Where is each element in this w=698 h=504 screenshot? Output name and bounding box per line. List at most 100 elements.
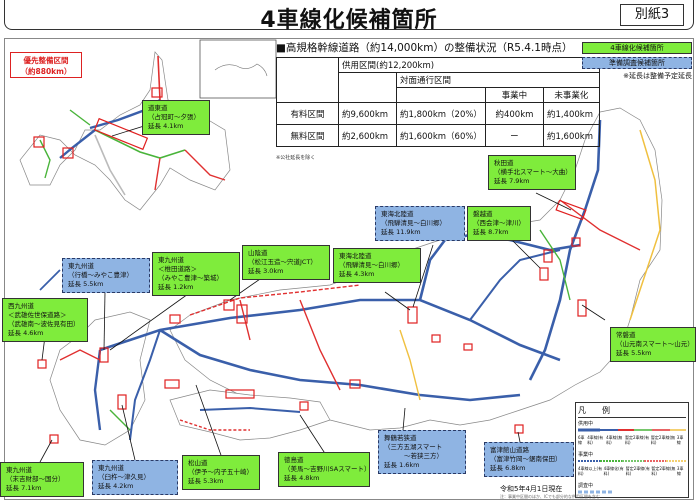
as-of-date: 令和5年4月1日現在 bbox=[500, 485, 563, 493]
callout-section: （横手北スマート～大曲） bbox=[494, 168, 572, 176]
callout-length: 延長 4.1km bbox=[148, 122, 184, 130]
callout-road: 松山道 bbox=[188, 459, 208, 467]
callout-section: （みやこ豊津～築城） bbox=[158, 274, 223, 282]
callout-length: 延長 4.6km bbox=[8, 329, 44, 337]
priority-section-box: 優先整備区間 （約880km） bbox=[10, 52, 82, 78]
callout-section: （山元南スマート～山元） bbox=[616, 340, 694, 348]
callout-section: （末吉財部～国分） bbox=[6, 475, 65, 483]
legend-item: 3車線 bbox=[676, 466, 684, 476]
callout-tokushima: 徳島道 （美馬～吉野川SAスマート） 延長 4.8km bbox=[278, 452, 371, 487]
callout-sub: ＜武雄佐世保道路＞ bbox=[8, 311, 67, 319]
legend-item: 4車線以上(有料) bbox=[578, 466, 603, 476]
legend-in-service-label: 供用中 bbox=[578, 421, 594, 427]
legend-item: 暫定2車線(無料) bbox=[651, 466, 676, 476]
callout-section: （行橋～みやこ豊津） bbox=[68, 271, 133, 279]
status-table: 供用区間(約12,200km) 対面通行区間 事業中 未事業化 有料区間 約9,… bbox=[276, 57, 600, 147]
callout-higashi-kyushu-survey-1: 東九州道 （行橋～みやこ豊津） 延長 5.5km bbox=[62, 258, 150, 293]
header-not-started: 未事業化 bbox=[542, 87, 600, 103]
legend-item: 6車線 bbox=[578, 435, 585, 445]
callout-joban: 常磐道 （山元南スマート～山元） 延長 5.5km bbox=[610, 327, 696, 362]
callout-tokai-hokuriku: 東海北陸道 （飛騨清見～白川郷） 延長 4.3km bbox=[333, 248, 421, 283]
callout-section-cont: ～若狭三方） bbox=[404, 452, 443, 460]
legend-planned-line bbox=[578, 490, 614, 494]
callout-road: 富津館山道路 bbox=[490, 446, 529, 454]
cell-two-way: 約1,800km（20%） bbox=[396, 102, 486, 125]
legend-item: 3車線 bbox=[676, 435, 684, 445]
callout-length: 延長 8.7km bbox=[473, 228, 509, 236]
header-two-way: 対面通行区間 bbox=[396, 72, 600, 88]
page-title: 4車線化候補箇所 bbox=[260, 8, 438, 33]
row-label: 有料区間 bbox=[276, 102, 339, 125]
cell-in-progress: ー bbox=[484, 124, 544, 147]
callout-tokai-hokuriku-survey: 東海北陸道 （飛騨清見～白川郷） 延長 11.9km bbox=[375, 206, 465, 241]
map-legend: 凡 例 供用中 6車線 4車線(有料) 4車線(無料) 暫定2車線(有料) 暫定… bbox=[575, 402, 689, 498]
callout-length: 延長 5.5km bbox=[68, 280, 104, 288]
callout-road: 徳島道 bbox=[284, 456, 304, 464]
cell-two-way: 約1,600km（60%） bbox=[396, 124, 486, 147]
callout-length: 延長 3.0km bbox=[248, 267, 284, 275]
callout-road: 東九州道 bbox=[68, 262, 94, 270]
callout-akita: 秋田道 （横手北スマート～大曲） 延長 7.9km bbox=[488, 155, 576, 190]
cell-in-progress: 約400km bbox=[484, 102, 544, 125]
callout-section: （飛騨清見～白川郷） bbox=[339, 261, 404, 269]
legend-survey-candidate: 準備調査候補箇所 bbox=[582, 57, 692, 69]
callout-section: （武雄南～波佐見有田） bbox=[8, 320, 80, 328]
legend-item: 4車線化(有料) bbox=[603, 466, 624, 476]
callout-section: （三方五湖スマート bbox=[384, 443, 443, 451]
callout-length: 延長 1.6km bbox=[384, 461, 420, 469]
callout-higashi-kyushu-shiida: 東九州道 ＜椎田道路＞ （みやこ豊津～築城） 延長 1.2km bbox=[152, 252, 240, 296]
map-frame bbox=[4, 38, 694, 500]
cell-in-service: 約2,600km bbox=[338, 124, 397, 147]
legend-item: 暫定2車線(有料) bbox=[625, 466, 650, 476]
priority-label: 優先整備区間 bbox=[23, 56, 69, 65]
callout-length: 延長 5.3km bbox=[188, 477, 224, 485]
status-table-title: ■高規格幹線道路（約14,000km）の整備状況（R5.4.1時点） bbox=[276, 42, 573, 54]
callout-banetsu: 磐越道 （西会津～津川） 延長 8.7km bbox=[467, 206, 531, 241]
priority-length: （約880km） bbox=[20, 67, 72, 76]
callout-section: （臼杵～津久見） bbox=[98, 473, 150, 481]
blank-cell bbox=[338, 72, 397, 103]
annex-label: 別紙3 bbox=[620, 4, 684, 26]
callout-higashi-kyushu-kokubu: 東九州道 （末吉財部～国分） 延長 7.1km bbox=[0, 462, 84, 497]
table-row: 有料区間 約9,600km 約1,800km（20%） 約400km 約1,40… bbox=[276, 102, 600, 125]
callout-road: 東海北陸道 bbox=[339, 252, 372, 260]
callout-length: 延長 6.8km bbox=[490, 464, 526, 472]
callout-road: 西九州道 bbox=[8, 302, 34, 310]
legend-planned-label: 調査中 bbox=[578, 483, 594, 489]
callout-length: 延長 4.3km bbox=[339, 270, 375, 278]
legend-in-progress-lines bbox=[578, 460, 686, 462]
callout-maizuru-wakasa: 舞鶴若狭道 （三方五湖スマート ～若狭三方） 延長 1.6km bbox=[378, 430, 466, 474]
legend-item: 4車線(無料) bbox=[606, 435, 623, 445]
table-row: 無料区間 約2,600km 約1,600km（60%） ー 約1,600km bbox=[276, 124, 600, 147]
callout-length: 延長 1.2km bbox=[158, 283, 194, 291]
cell-not-started: 約1,600km bbox=[542, 124, 600, 147]
callout-road: 常磐道 bbox=[616, 331, 636, 339]
cell-in-service: 約9,600km bbox=[338, 102, 397, 125]
callout-length: 延長 7.9km bbox=[494, 177, 530, 185]
callout-length: 延長 4.8km bbox=[284, 474, 320, 482]
header-in-service: 供用区間(約12,200km) bbox=[338, 57, 600, 73]
legend-in-service-lines bbox=[578, 428, 686, 432]
callout-matsuyama: 松山道 （伊予～内子五十崎） 延長 5.3km bbox=[182, 455, 260, 490]
legend-item: 4車線(有料) bbox=[587, 435, 604, 445]
row-label: 無料区間 bbox=[276, 124, 339, 147]
callout-nishi-kyushu: 西九州道 ＜武雄佐世保道路＞ （武雄南～波佐見有田） 延長 4.6km bbox=[2, 298, 88, 342]
callout-road: 東海北陸道 bbox=[381, 210, 414, 218]
callout-doto: 道東道 （占冠町～夕張） 延長 4.1km bbox=[142, 100, 210, 135]
corner-cell bbox=[276, 57, 339, 103]
callout-sub: ＜椎田道路＞ bbox=[158, 265, 197, 273]
callout-length: 延長 11.9km bbox=[381, 228, 421, 236]
candidate-legend: 4車線化候補箇所 準備調査候補箇所 ※延長は整備予定延長 bbox=[582, 42, 692, 81]
legend-in-progress-label: 事業中 bbox=[578, 452, 594, 458]
header-in-progress: 事業中 bbox=[484, 87, 544, 103]
table-footnote: ※公社延長を除く bbox=[276, 155, 316, 161]
callout-road: 道東道 bbox=[148, 104, 168, 112]
blank-cell bbox=[396, 87, 486, 103]
callout-section: （松江玉造～宍道JCT） bbox=[248, 258, 317, 266]
callout-road: 東九州道 bbox=[158, 256, 184, 264]
callout-higashi-kyushu-survey-2: 東九州道 （臼杵～津久見） 延長 4.2km bbox=[92, 460, 178, 495]
legend-item: 暫定2車線(無料) bbox=[650, 435, 676, 445]
callout-road: 東九州道 bbox=[6, 466, 32, 474]
header-frame bbox=[4, 0, 694, 30]
callout-section: （西会津～津川） bbox=[473, 219, 525, 227]
